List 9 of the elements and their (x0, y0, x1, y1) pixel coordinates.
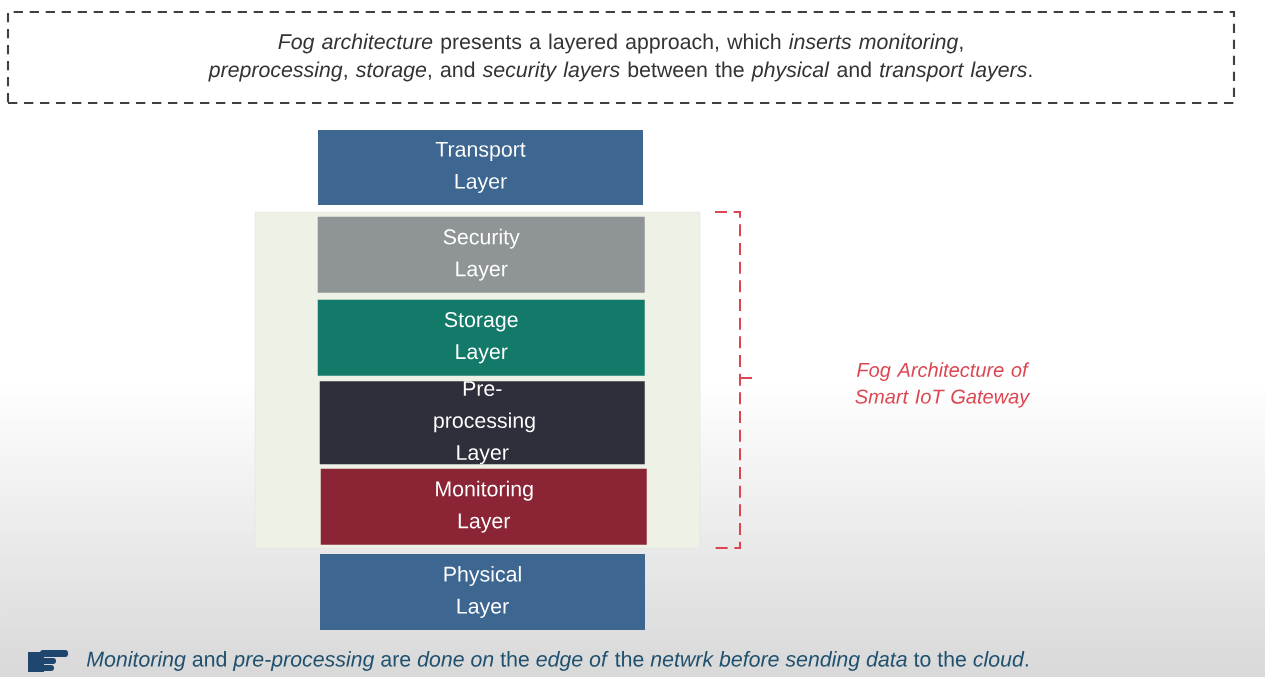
layer-box: Monitoring Layer (320, 468, 647, 545)
layer-box: Transport Layer (318, 130, 643, 205)
layer-box: Storage Layer (317, 299, 645, 376)
layer-box: Pre-processing Layer (319, 381, 645, 465)
note-box: Fog architecture presents a layered approach, which inserts monitoring, preprocessing, storage, and security layers between the physical and transport layers. (6, 10, 1236, 105)
footer-note: Monitoring and pre-processing are done on the edge of the netwrk before sending data to the cloud. (86, 651, 1028, 671)
bracket-label: Fog Architecture of Smart IoT Gateway (855, 362, 1031, 408)
layer-box: Security Layer (317, 216, 645, 293)
layer-box: Physical Layer (320, 554, 645, 630)
